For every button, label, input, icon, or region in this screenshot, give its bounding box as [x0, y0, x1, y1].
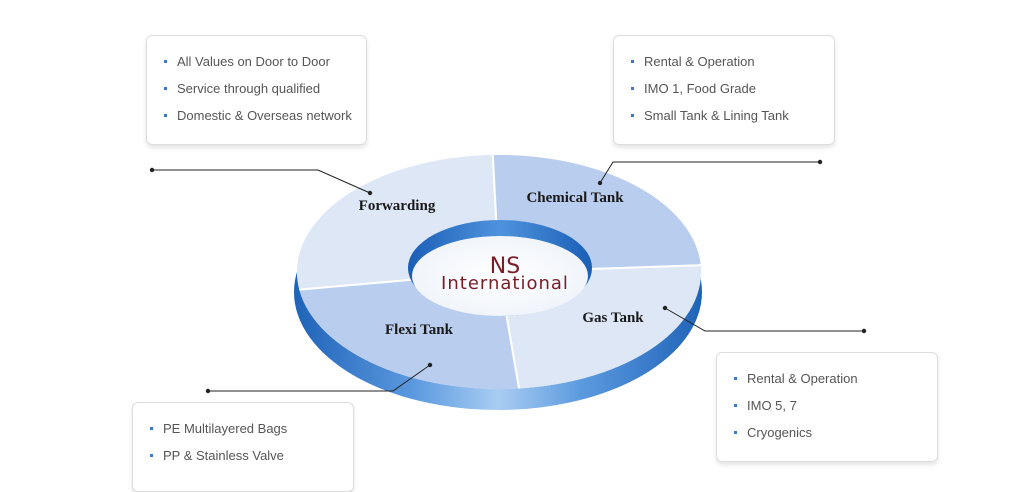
bullet-item: Small Tank & Lining Tank [614, 102, 834, 129]
center-international-label: International [441, 273, 569, 294]
bullet-item: All Values on Door to Door [147, 48, 366, 75]
gas-tank-info-box: Rental & Operation IMO 5, 7 Cryogenics [716, 352, 938, 462]
forwarding-info-box: All Values on Door to Door Service throu… [146, 35, 367, 145]
connector-dot [817, 159, 823, 165]
connector-dot [205, 388, 211, 394]
flexi-connector [208, 364, 431, 392]
flexi-tank-label: Flexi Tank [385, 322, 454, 338]
connector-dot [597, 180, 603, 186]
bullet-item: Rental & Operation [614, 48, 834, 75]
connector-dot [149, 167, 155, 173]
chemical-connector [599, 161, 820, 184]
bullet-item: PP & Stainless Valve [133, 442, 353, 469]
bullet-item: PE Multilayered Bags [133, 415, 353, 442]
gas-tank-label: Gas Tank [582, 310, 644, 326]
connector-dots [149, 159, 867, 394]
bullet-item: Domestic & Overseas network [147, 102, 366, 129]
connector-dot [861, 328, 867, 334]
bullet-item: Rental & Operation [717, 365, 937, 392]
chemical-tank-info-box: Rental & Operation IMO 1, Food Grade Sma… [613, 35, 835, 145]
service-ring-diagram: NS International Forwarding Chemical Tan… [149, 154, 867, 410]
bullet-item: Cryogenics [717, 419, 937, 446]
gas-connector [664, 307, 864, 332]
center-ns-label: NS [490, 254, 520, 279]
chemical-tank-label: Chemical Tank [526, 190, 624, 206]
connector-dot [662, 305, 668, 311]
connector-lines [152, 161, 864, 392]
center-hole [412, 236, 588, 316]
bullet-item: IMO 1, Food Grade [614, 75, 834, 102]
bullet-item: Service through qualified [147, 75, 366, 102]
forwarding-connector [152, 169, 371, 194]
bullet-item: IMO 5, 7 [717, 392, 937, 419]
connector-dot [367, 190, 373, 196]
connector-dot [427, 362, 433, 368]
forwarding-label: Forwarding [359, 198, 436, 214]
